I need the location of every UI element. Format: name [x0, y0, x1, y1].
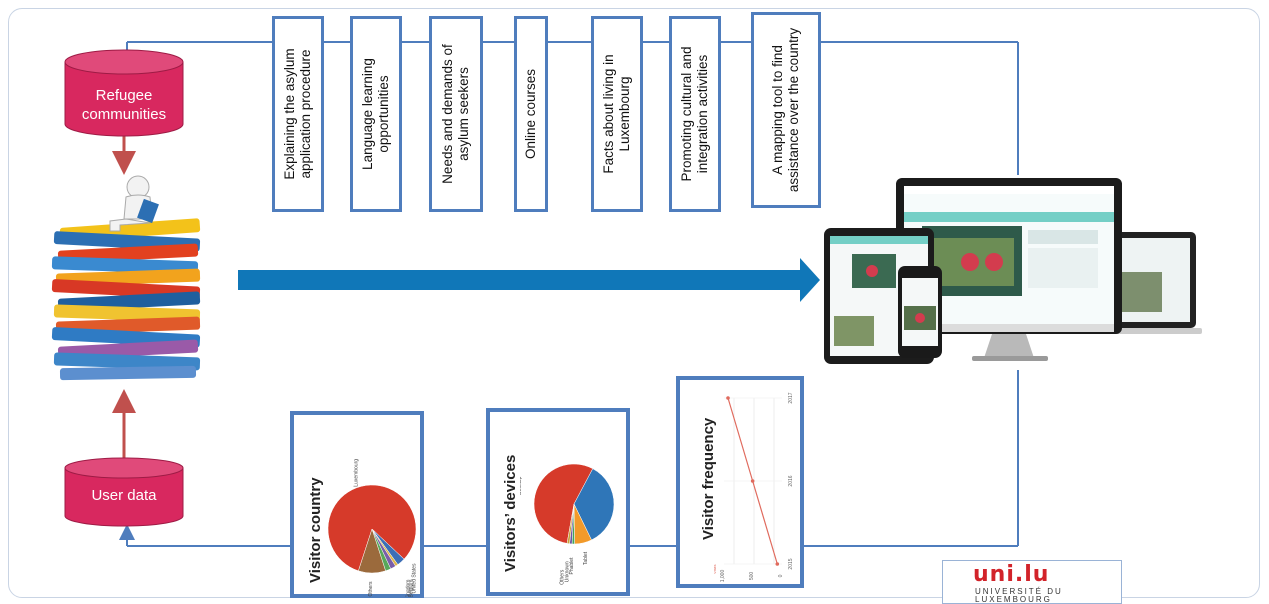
data-point	[775, 562, 780, 566]
chart-title: Visitor country	[307, 477, 324, 583]
pie-label: Others	[368, 581, 374, 597]
visitors-devices-chart: Visitors’ devices DesktopSmartphoneTable…	[486, 408, 630, 596]
user-data-node: User data	[63, 456, 185, 528]
chart-title: Visitors’ devices	[502, 454, 519, 572]
pie-label: Desktop	[520, 476, 523, 495]
phone-icon	[898, 266, 942, 358]
topic-label: Language learning opportunities	[360, 58, 391, 170]
pie-slice	[533, 463, 594, 544]
topic-box-language: Language learning opportunities	[350, 16, 402, 212]
devices-illustration	[824, 178, 1202, 364]
cylinder-shape	[64, 49, 184, 137]
y-tick-label: 500	[749, 572, 755, 581]
pie-slice	[358, 528, 386, 574]
x-tick-label: 2015	[788, 558, 794, 569]
topic-box-online-courses: Online courses	[514, 16, 548, 212]
topic-label: Needs and demands of asylum seekers	[440, 44, 471, 184]
frequency-line-svg: 2017 2016 2015 1,000 500 0 Visits	[714, 392, 794, 583]
pie-label: Others	[559, 569, 565, 585]
refugee-communities-label: Refugee communities	[81, 87, 167, 123]
topic-label: Promoting cultural and integration activ…	[679, 46, 710, 182]
data-point	[750, 479, 755, 483]
monitor-icon	[896, 178, 1122, 361]
university-logo: uni.lu UNIVERSITÉ DU LUXEMBOURG	[942, 560, 1122, 604]
big-arrow-shaft	[238, 270, 808, 290]
data-point	[726, 396, 730, 400]
logo-line2: LUXEMBOURG	[975, 595, 1052, 604]
y-tick-label: 1,000	[720, 570, 726, 583]
pie-label: Phablet	[569, 557, 575, 575]
slide-frame	[8, 8, 1260, 598]
pie-label: Belgium	[408, 580, 414, 597]
pie-slice	[566, 503, 575, 545]
topic-box-mapping: A mapping tool to find assistance over t…	[751, 12, 821, 208]
topic-box-asylum-procedure: Explaining the asylum application proced…	[272, 16, 324, 212]
logo-mark: uni.lu	[973, 562, 1050, 587]
sitting-figure-icon	[109, 175, 159, 232]
topic-box-facts: Facts about living in Luxembourg	[591, 16, 643, 212]
pie-label: Germany	[399, 596, 405, 597]
x-tick-label: 2016	[788, 475, 794, 486]
big-arrow-head	[800, 258, 820, 302]
pie-label: United States	[412, 563, 418, 594]
pie-label: Unknown	[565, 561, 571, 582]
legend-label: Visits	[714, 565, 717, 574]
topic-label: Facts about living in Luxembourg	[601, 54, 632, 174]
logo-line1: UNIVERSITÉ DU	[975, 587, 1063, 596]
topic-label: Online courses	[523, 68, 538, 160]
pie-label: Tablet	[583, 551, 589, 565]
devices-pie-svg: DesktopSmartphoneTabletPhabletUnknownOth…	[520, 463, 628, 585]
y-tick-label: 0	[778, 574, 784, 577]
folders	[51, 218, 201, 381]
pie-slice	[573, 468, 615, 541]
refugee-communities-node: Refugee communities	[63, 48, 185, 138]
x-tick-label: 2017	[788, 392, 794, 403]
topic-box-needs: Needs and demands of asylum seekers	[429, 16, 483, 212]
pie-label: United Kingdom	[406, 580, 412, 597]
document-stack-illustration	[51, 175, 201, 381]
topic-label: Explaining the asylum application proced…	[282, 48, 313, 180]
pie-label: Luxembourg	[354, 459, 360, 487]
cylinder-shape	[64, 457, 184, 527]
topic-box-cultural: Promoting cultural and integration activ…	[669, 16, 721, 212]
user-data-label: User data	[91, 487, 157, 504]
topic-label: A mapping tool to find assistance over t…	[770, 27, 801, 193]
